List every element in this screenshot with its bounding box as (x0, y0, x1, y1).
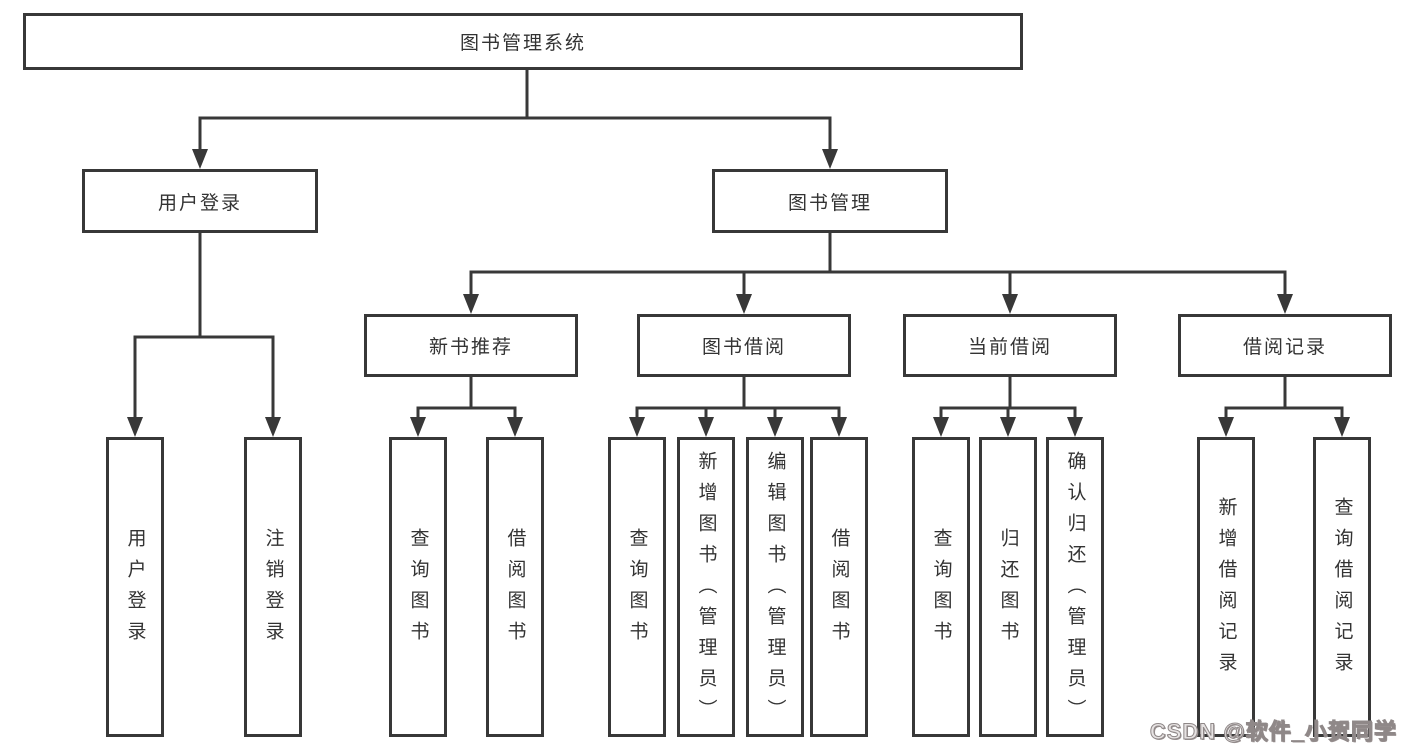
leaf-borrow-query-book: 查询图书 (608, 437, 666, 737)
node-label: 新书推荐 (428, 337, 513, 358)
node-borrow-record: 借阅记录 (1178, 314, 1392, 377)
csdn-watermark: CSDN @软件_小贺同学 (1149, 719, 1397, 745)
leaf-user-login: 用户登录 (106, 437, 164, 737)
node-label: 查询图书 (930, 528, 952, 652)
leaf-edit-book-admin: 编辑图书（管理员） (746, 437, 804, 737)
node-label: 查询图书 (407, 528, 429, 652)
leaf-query-borrow-record: 查询借阅记录 (1313, 437, 1371, 737)
node-user-login: 用户登录 (82, 169, 318, 233)
node-label: 用户登录 (124, 528, 146, 652)
node-label: 确认归还（管理员） (1064, 450, 1086, 730)
leaf-recommend-borrow-book: 借阅图书 (486, 437, 544, 737)
node-label: 注销登录 (262, 528, 284, 652)
arrowheads (127, 149, 1350, 437)
leaf-borrow-book: 借阅图书 (810, 437, 868, 737)
node-library-management-system: 图书管理系统 (23, 13, 1023, 70)
node-current-borrow: 当前借阅 (903, 314, 1117, 377)
node-label: 图书管理 (787, 192, 872, 214)
node-label: 用户登录 (157, 192, 242, 214)
node-label: 编辑图书（管理员） (764, 450, 786, 730)
node-label: 借阅图书 (828, 528, 850, 652)
leaf-recommend-query-book: 查询图书 (389, 437, 447, 737)
node-label: 当前借阅 (967, 337, 1052, 358)
node-label: 新增图书（管理员） (695, 450, 717, 730)
node-label: 查询借阅记录 (1331, 497, 1353, 683)
node-label: 借阅图书 (504, 528, 526, 652)
leaf-add-book-admin: 新增图书（管理员） (677, 437, 735, 737)
node-new-book-recommend: 新书推荐 (364, 314, 578, 377)
leaf-confirm-return-admin: 确认归还（管理员） (1046, 437, 1104, 737)
node-label: 新增借阅记录 (1215, 497, 1237, 683)
node-label: 借阅记录 (1242, 337, 1327, 358)
leaf-current-query-book: 查询图书 (912, 437, 970, 737)
node-label: 图书借阅 (701, 337, 786, 358)
node-book-borrow: 图书借阅 (637, 314, 851, 377)
leaf-add-borrow-record: 新增借阅记录 (1197, 437, 1255, 737)
leaf-return-book: 归还图书 (979, 437, 1037, 737)
node-label: 图书管理系统 (459, 33, 586, 54)
node-label: 归还图书 (997, 528, 1019, 652)
node-book-management: 图书管理 (712, 169, 948, 233)
leaf-logout: 注销登录 (244, 437, 302, 737)
node-label: 查询图书 (626, 528, 648, 652)
